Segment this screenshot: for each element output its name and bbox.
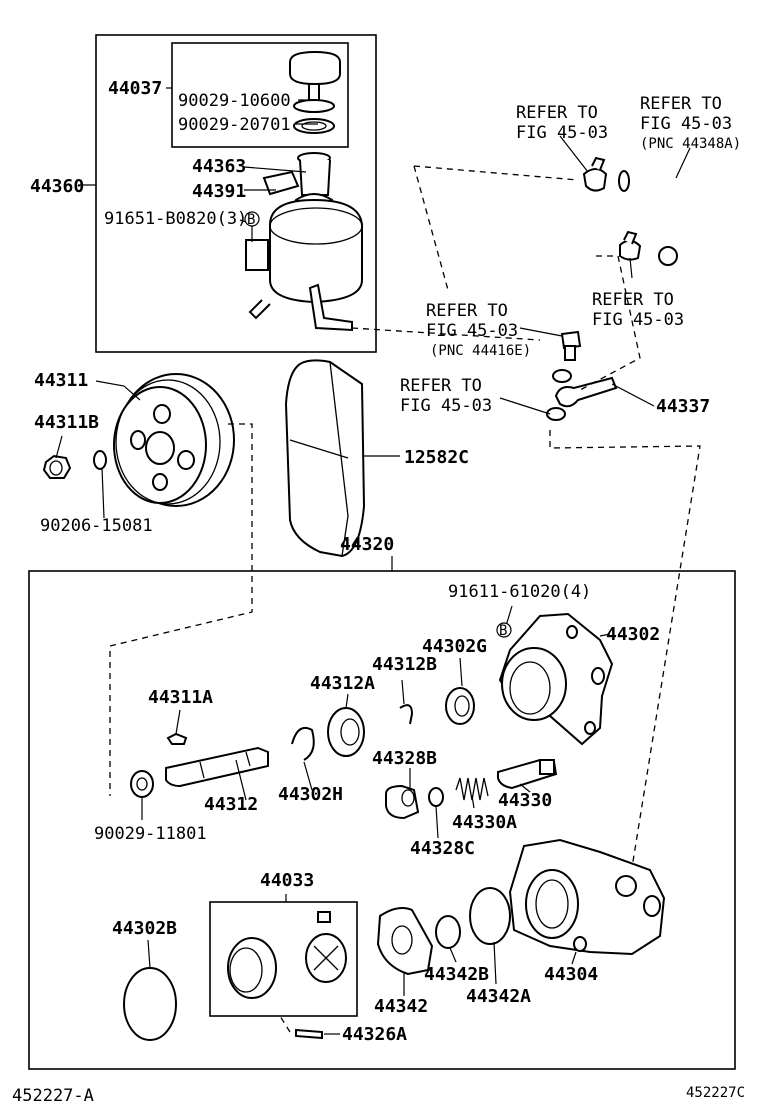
label-44033: 44033 bbox=[260, 870, 314, 891]
shaft bbox=[165, 746, 269, 788]
pulley-nut bbox=[42, 454, 72, 479]
union-bolt-small bbox=[560, 330, 582, 361]
snap-ring-b bbox=[399, 704, 414, 725]
cam-ring bbox=[376, 907, 434, 976]
footer-right-code: 452227C bbox=[686, 1085, 745, 1101]
label-44302G: 44302G bbox=[422, 636, 487, 657]
bearing bbox=[327, 707, 365, 757]
reservoir bbox=[245, 152, 363, 332]
label-44320: 44320 bbox=[340, 534, 394, 555]
spring bbox=[455, 777, 489, 801]
label-44311A: 44311A bbox=[148, 687, 213, 708]
label-44302: 44302 bbox=[606, 624, 660, 645]
oil-seal bbox=[445, 687, 475, 725]
o-ring-large bbox=[123, 967, 177, 1041]
label-12582C: 12582C bbox=[404, 447, 469, 468]
pump-box bbox=[28, 570, 736, 1070]
pin bbox=[295, 1028, 323, 1040]
label-90029-11801: 90029-11801 bbox=[94, 824, 207, 844]
key bbox=[166, 732, 188, 745]
o-ring-small bbox=[428, 787, 444, 807]
return-hose bbox=[618, 168, 732, 271]
reservoir-cap bbox=[289, 50, 341, 134]
label-44302H: 44302H bbox=[278, 784, 343, 805]
label-91651: 91651-B0820(3) bbox=[104, 209, 247, 229]
body-bolt-marker: B bbox=[496, 622, 512, 639]
label-44304: 44304 bbox=[544, 964, 598, 985]
label-44342: 44342 bbox=[374, 996, 428, 1017]
cap-set-box bbox=[171, 42, 349, 148]
refer-note-hose-pnc: (PNC 44348A) bbox=[640, 136, 741, 152]
pulley bbox=[113, 373, 235, 507]
pulley-washer bbox=[93, 450, 107, 470]
route-line-pin bbox=[279, 1015, 291, 1033]
label-44342B: 44342B bbox=[424, 964, 489, 985]
route-line-b bbox=[413, 165, 449, 291]
bolt-marker: B bbox=[244, 211, 260, 228]
route-line-a bbox=[413, 165, 579, 181]
union-bolt-44337 bbox=[554, 376, 618, 408]
kit-rotor bbox=[305, 933, 347, 983]
rear-housing bbox=[508, 838, 666, 956]
hose-clamp-upper bbox=[582, 156, 608, 192]
flow-valve bbox=[497, 758, 558, 790]
label-91611-61020: 91611-61020(4) bbox=[448, 582, 591, 602]
label-44328C: 44328C bbox=[410, 838, 475, 859]
label-44391: 44391 bbox=[192, 181, 246, 202]
label-44312A: 44312A bbox=[310, 673, 375, 694]
kit-box bbox=[209, 901, 358, 1017]
label-44328B: 44328B bbox=[372, 748, 437, 769]
svg-text:B: B bbox=[499, 623, 507, 639]
label-44330A: 44330A bbox=[452, 812, 517, 833]
side-plate bbox=[435, 915, 461, 949]
svg-text:B: B bbox=[247, 212, 255, 228]
label-44330: 44330 bbox=[498, 790, 552, 811]
v-belt bbox=[284, 359, 366, 558]
leader-lines bbox=[55, 87, 691, 1035]
spacer bbox=[130, 770, 154, 798]
label-44302B: 44302B bbox=[112, 918, 177, 939]
label-90029-10600: 90029-10600 bbox=[178, 91, 291, 111]
label-44360: 44360 bbox=[30, 176, 84, 197]
refer-note-union-pnc: (PNC 44416E) bbox=[430, 343, 531, 359]
route-line-pulley bbox=[109, 423, 253, 796]
plug bbox=[385, 784, 420, 820]
front-housing bbox=[498, 612, 614, 746]
kit-ring bbox=[227, 937, 277, 999]
label-44342A: 44342A bbox=[466, 986, 531, 1007]
route-line-e bbox=[549, 430, 701, 881]
label-44311: 44311 bbox=[34, 370, 88, 391]
label-44326A: 44326A bbox=[342, 1024, 407, 1045]
reservoir-box bbox=[95, 34, 377, 353]
label-44312B: 44312B bbox=[372, 654, 437, 675]
label-44311B: 44311B bbox=[34, 412, 99, 433]
route-line-c bbox=[351, 327, 541, 341]
kit-vane bbox=[317, 911, 331, 923]
hose-clamp-lower bbox=[619, 230, 642, 261]
rear-gasket bbox=[469, 887, 511, 945]
label-44312: 44312 bbox=[204, 794, 258, 815]
snap-ring-h bbox=[291, 726, 315, 761]
label-44037: 44037 bbox=[108, 78, 162, 99]
label-44363: 44363 bbox=[192, 156, 246, 177]
label-90206-15081: 90206-15081 bbox=[40, 516, 153, 536]
gasket-lower bbox=[546, 407, 566, 421]
label-44337: 44337 bbox=[656, 396, 710, 417]
route-line-d bbox=[579, 255, 641, 391]
footer-left-code: 452227-A bbox=[12, 1086, 94, 1106]
label-90029-20701: 90029-20701 bbox=[178, 115, 291, 135]
gasket-upper bbox=[552, 369, 572, 383]
